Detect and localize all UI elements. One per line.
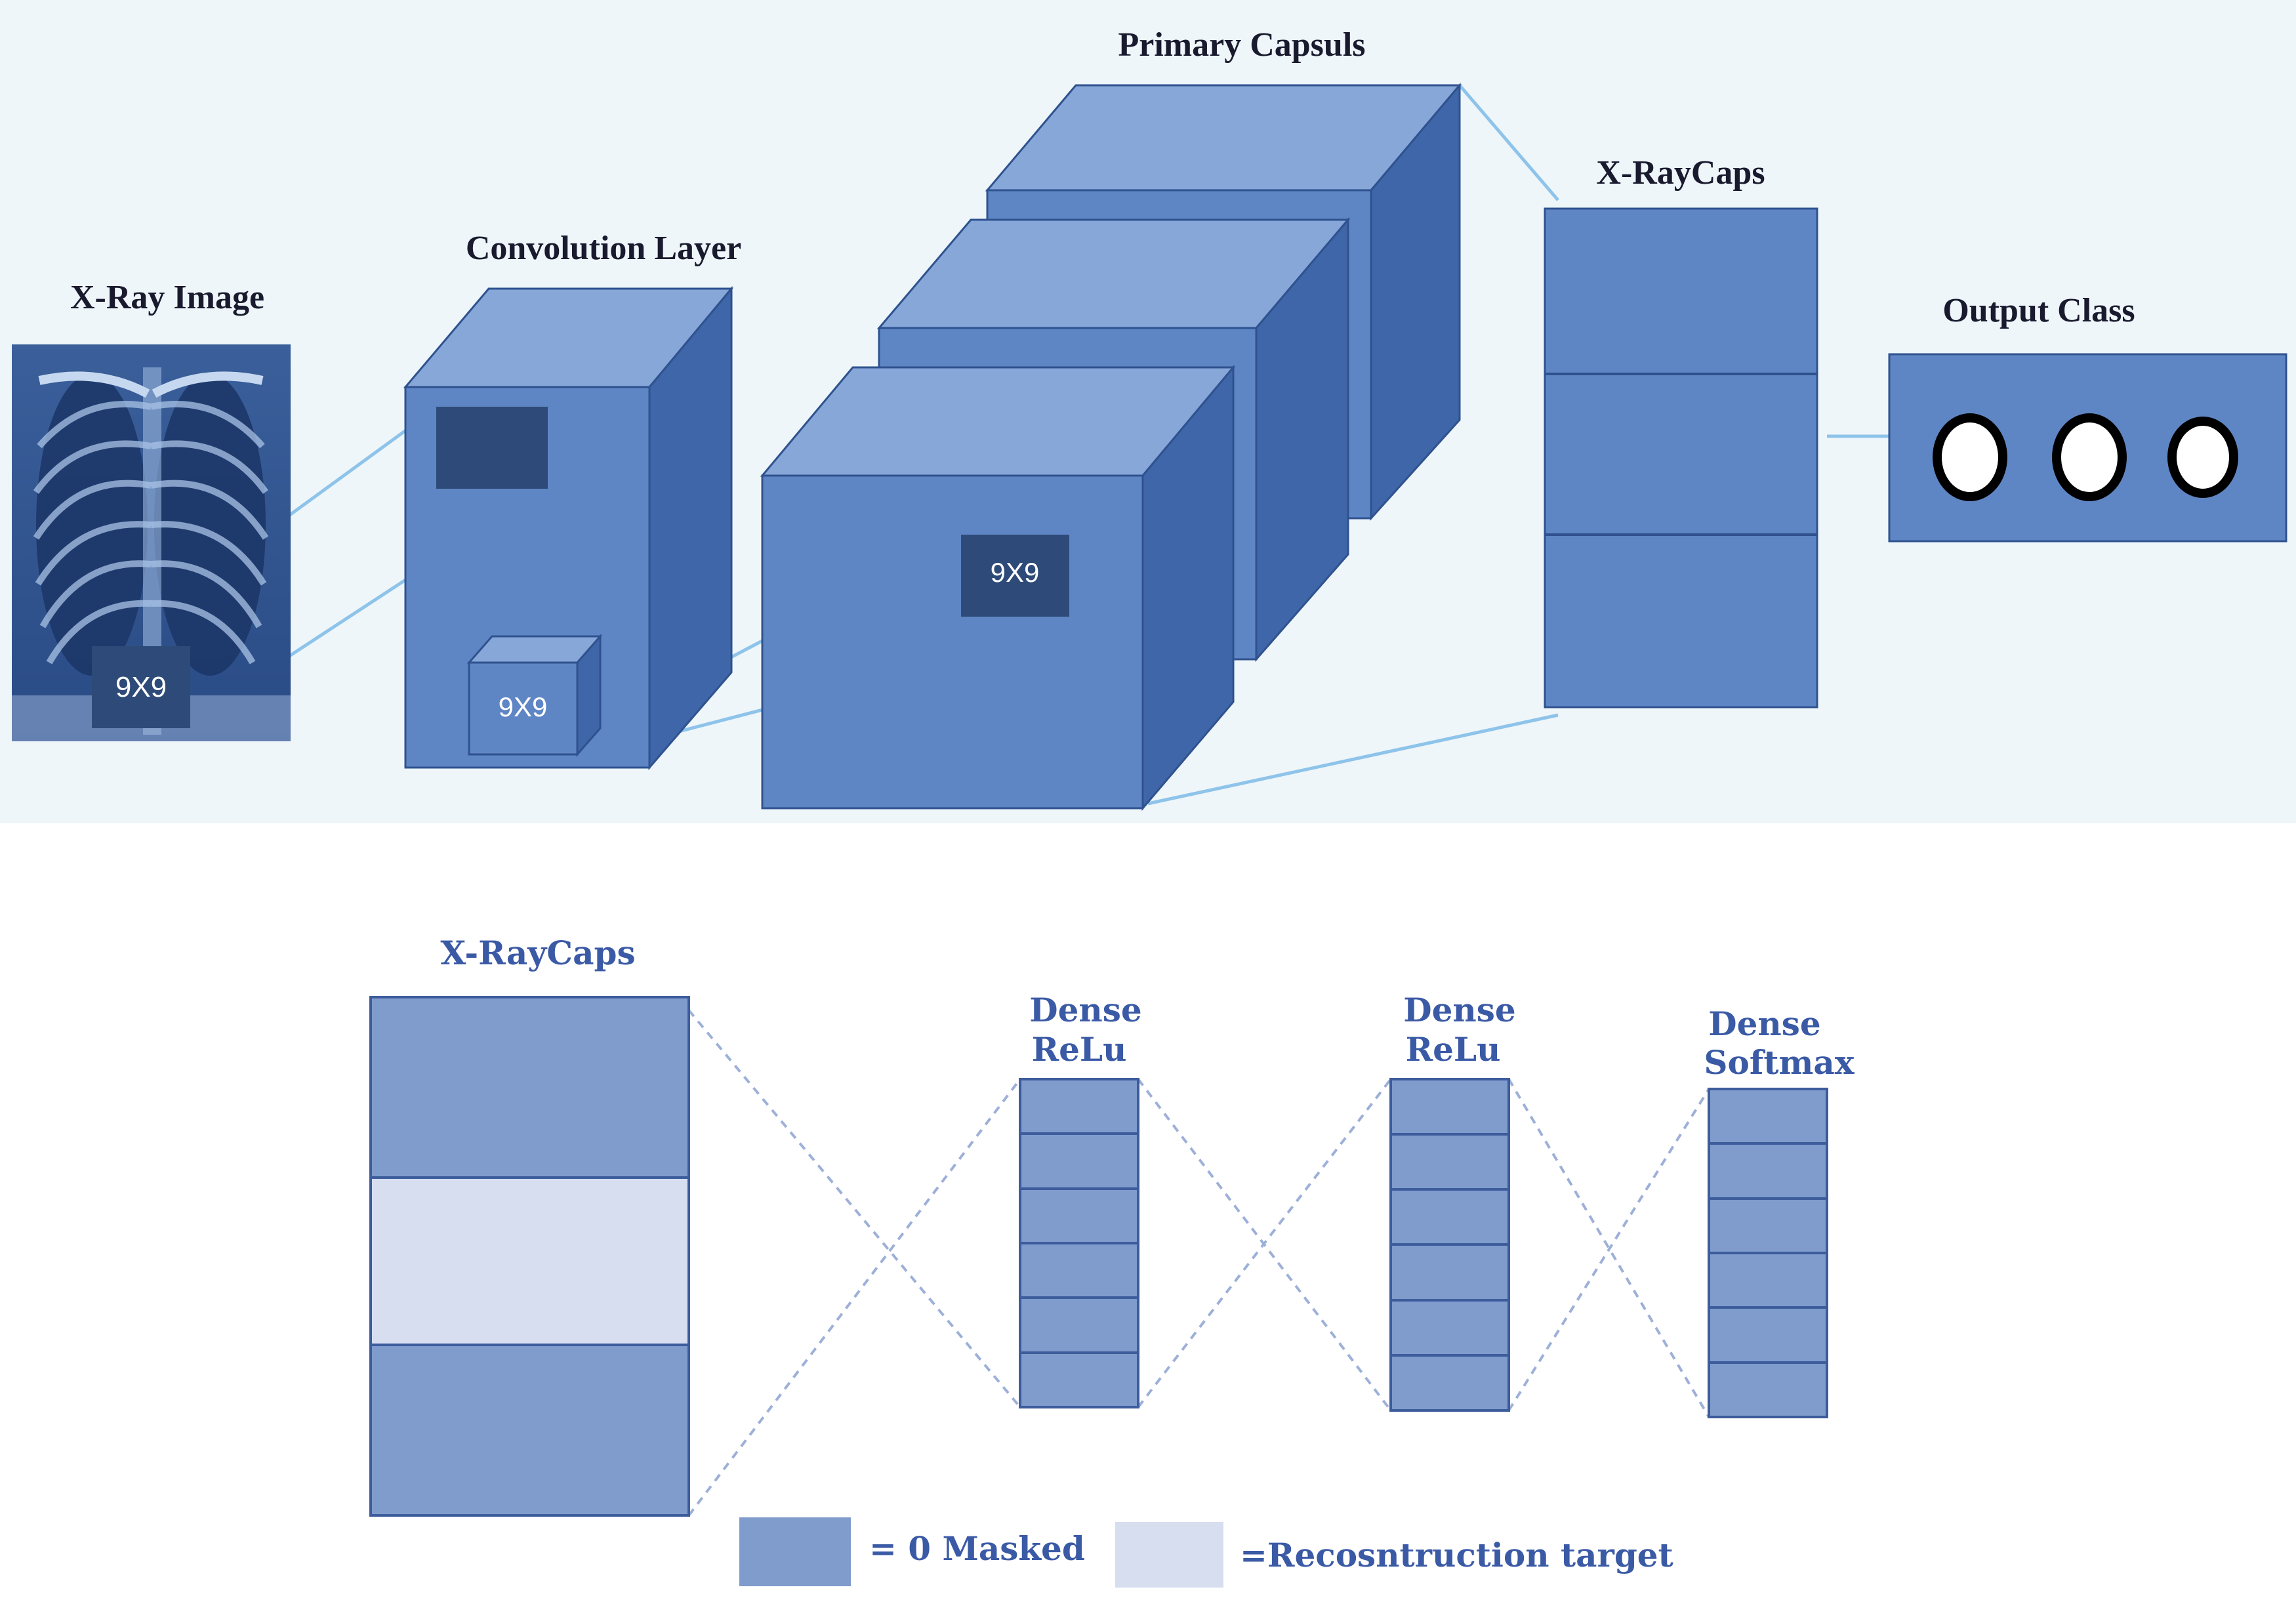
xraycaps-bottom-block [369,996,690,1517]
bottom-connectors [687,1009,1710,1517]
primary-capsule-block-front [760,364,1236,811]
xray-kernel-box [92,646,190,728]
dense-layer-2-block [1389,1078,1510,1412]
dense-layer-2-title-line2: ReLu [1406,1030,1501,1069]
xray-kernel-label: 9X9 [115,671,167,703]
convolution-layer-block [403,285,734,771]
legend-target-swatch [1115,1522,1223,1588]
legend-target-label: =Recosntruction target [1240,1536,1673,1574]
dense-layer-1-title-line1: Dense [1029,991,1141,1029]
legend: = 0 Masked =Recosntruction target [739,1517,1673,1588]
output-class-node-3 [2167,417,2238,498]
output-class-node-2 [2052,413,2127,501]
xray-image-title: X-Ray Image [70,279,264,316]
conv-kernel-label: 9X9 [499,691,548,722]
primary-kernel-label: 9X9 [991,557,1040,588]
output-class-block [1888,353,2287,543]
xraycaps-top-title: X-RayCaps [1596,154,1765,192]
dense-layer-1-title-line2: ReLu [1032,1030,1127,1069]
dense-layer-3-block [1708,1088,1828,1418]
dense-layer-1-block [1019,1078,1139,1408]
connector-primary-to-caps-2 [1147,713,1559,806]
xraycaps-top-block [1544,207,1818,709]
connector-primary-to-caps [1458,84,1559,201]
xraycaps-bottom-title: X-RayCaps [440,934,635,972]
primary-capsules-title: Primary Capsuls [1118,26,1366,64]
legend-masked-label: = 0 Masked [869,1529,1085,1568]
output-class-title: Output Class [1942,292,2135,329]
dense-layer-2-title-line1: Dense [1403,991,1515,1029]
dense-layer-3-title-line2: Softmax [1704,1043,1855,1082]
output-class-node-1 [1933,413,2007,501]
legend-masked-swatch [739,1517,851,1586]
conv-layer-title: Convolution Layer [466,230,741,267]
dense-layer-3-title-line1: Dense [1708,1004,1820,1043]
